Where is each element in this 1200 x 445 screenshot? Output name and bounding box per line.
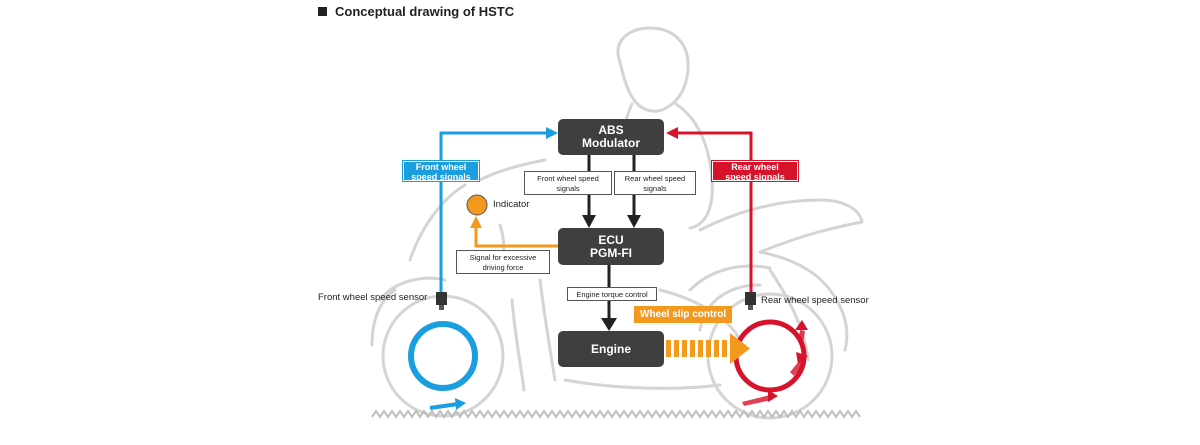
front-speed-signals-box: Front wheel speed signals: [524, 171, 612, 195]
torque-control-box: Engine torque control: [567, 287, 657, 301]
ground-line: [371, 409, 861, 419]
rear-signal-label-line1: Rear wheel: [731, 162, 779, 172]
rear-signal-label-line2: speed signals: [725, 172, 785, 182]
excess-box-line1: Signal for excessive: [469, 253, 537, 262]
front-sensor-label: Front wheel speed sensor: [318, 292, 428, 303]
front-signal-label-line1: Front wheel: [415, 162, 467, 172]
front-speed-sensor: [436, 292, 447, 305]
front-wheel-ring: [408, 321, 478, 391]
front-speed-box-line1: Front wheel speed: [537, 174, 599, 183]
excessive-force-box: Signal for excessive driving force: [456, 250, 550, 274]
wheel-slip-label: Wheel slip control: [634, 306, 733, 323]
excess-box-line2: driving force: [482, 263, 524, 272]
rear-wheel-slip-arrows: [742, 320, 808, 406]
rear-speed-box-line2: signals: [643, 184, 667, 193]
title-bullet-icon: [318, 7, 327, 16]
indicator-label: Indicator: [493, 199, 530, 210]
front-signal-line: [439, 131, 548, 292]
engine-box: Engine: [558, 331, 664, 367]
front-speed-box-line2: signals: [556, 184, 580, 193]
rear-wheel-ring: [733, 319, 807, 393]
torque-box-text: Engine torque control: [576, 290, 648, 299]
title-text: Conceptual drawing of HSTC: [335, 4, 515, 19]
wheel-slip-control-arrow: [666, 333, 750, 364]
abs-modulator-box: ABS Modulator: [558, 119, 664, 155]
abs-line2: Modulator: [582, 136, 640, 150]
front-signal-label-line2: speed signals: [411, 172, 471, 182]
abs-line1: ABS: [598, 123, 624, 137]
ecu-box: ECU PGM-FI: [558, 228, 664, 265]
excess-signal-arrow: [474, 226, 558, 248]
indicator-lamp: [466, 194, 488, 216]
rear-speed-signals-box: Rear wheel speed signals: [614, 171, 696, 195]
page-title: Conceptual drawing of HSTC: [318, 4, 514, 19]
rear-speed-box-line1: Rear wheel speed: [624, 174, 686, 183]
ecu-line1: ECU: [598, 232, 624, 247]
rear-signal-label: Rear wheel speed signals: [711, 160, 799, 182]
ecu-line2: PGM-FI: [590, 245, 632, 260]
engine-label: Engine: [590, 342, 631, 356]
rear-signal-line: [676, 131, 753, 292]
rear-speed-sensor: [745, 292, 756, 305]
front-signal-label: Front wheel speed signals: [402, 160, 480, 182]
rear-sensor-label: Rear wheel speed sensor: [761, 295, 869, 306]
front-wheel-motion-arrow: [429, 402, 459, 410]
